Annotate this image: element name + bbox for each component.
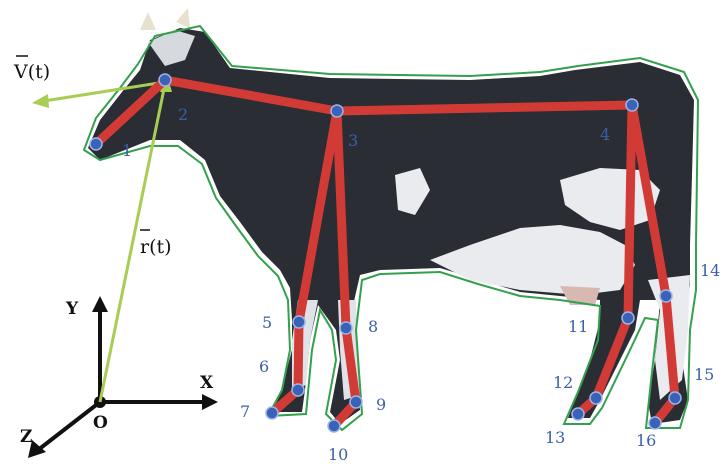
label-5: 5 bbox=[262, 313, 272, 332]
label-7: 7 bbox=[240, 402, 250, 421]
velocity-label: V(t) bbox=[13, 61, 50, 83]
coordinate-axes bbox=[28, 296, 218, 458]
label-8: 8 bbox=[368, 317, 378, 336]
label-10: 10 bbox=[328, 445, 348, 464]
keypoint-3 bbox=[331, 105, 343, 117]
keypoint-15 bbox=[669, 392, 681, 404]
label-15: 15 bbox=[694, 365, 714, 384]
keypoint-1 bbox=[90, 138, 102, 150]
y-arrowhead bbox=[92, 296, 108, 312]
velocity-arrowhead bbox=[32, 94, 49, 108]
origin-label: O bbox=[93, 413, 108, 433]
keypoint-6 bbox=[292, 384, 304, 396]
keypoint-5 bbox=[293, 316, 305, 328]
keypoint-8 bbox=[340, 322, 352, 334]
label-3: 3 bbox=[348, 131, 358, 150]
keypoint-13 bbox=[572, 408, 584, 420]
label-14: 14 bbox=[700, 261, 720, 280]
keypoint-14 bbox=[660, 290, 672, 302]
label-12: 12 bbox=[553, 373, 573, 392]
cow-horn-right bbox=[176, 8, 190, 28]
keypoint-4 bbox=[626, 99, 638, 111]
keypoint-10 bbox=[328, 420, 340, 432]
keypoint-11 bbox=[622, 312, 634, 324]
keypoint-16 bbox=[649, 417, 661, 429]
z-axis bbox=[38, 402, 100, 450]
cow-horn-left bbox=[140, 12, 156, 30]
label-9: 9 bbox=[376, 395, 386, 414]
bone-5-6 bbox=[298, 322, 299, 390]
x-arrowhead bbox=[202, 394, 218, 410]
label-2: 2 bbox=[178, 105, 188, 124]
y-axis-label: Y bbox=[65, 299, 79, 319]
cow-image bbox=[88, 8, 694, 424]
keypoint-2 bbox=[159, 74, 171, 86]
bone-3-4 bbox=[337, 105, 632, 111]
keypoint-9 bbox=[350, 396, 362, 408]
label-6: 6 bbox=[259, 357, 269, 376]
label-1: 1 bbox=[122, 141, 132, 160]
keypoint-12 bbox=[590, 392, 602, 404]
label-16: 16 bbox=[636, 431, 656, 450]
label-4: 4 bbox=[600, 125, 610, 144]
z-axis-label: Z bbox=[20, 427, 32, 447]
keypoint-7 bbox=[266, 407, 278, 419]
label-13: 13 bbox=[545, 428, 565, 447]
cow-body bbox=[88, 28, 694, 424]
label-11: 11 bbox=[568, 317, 588, 336]
x-axis-label: X bbox=[200, 373, 214, 393]
bone-4-11 bbox=[628, 105, 632, 318]
position-label: r(t) bbox=[140, 236, 172, 258]
